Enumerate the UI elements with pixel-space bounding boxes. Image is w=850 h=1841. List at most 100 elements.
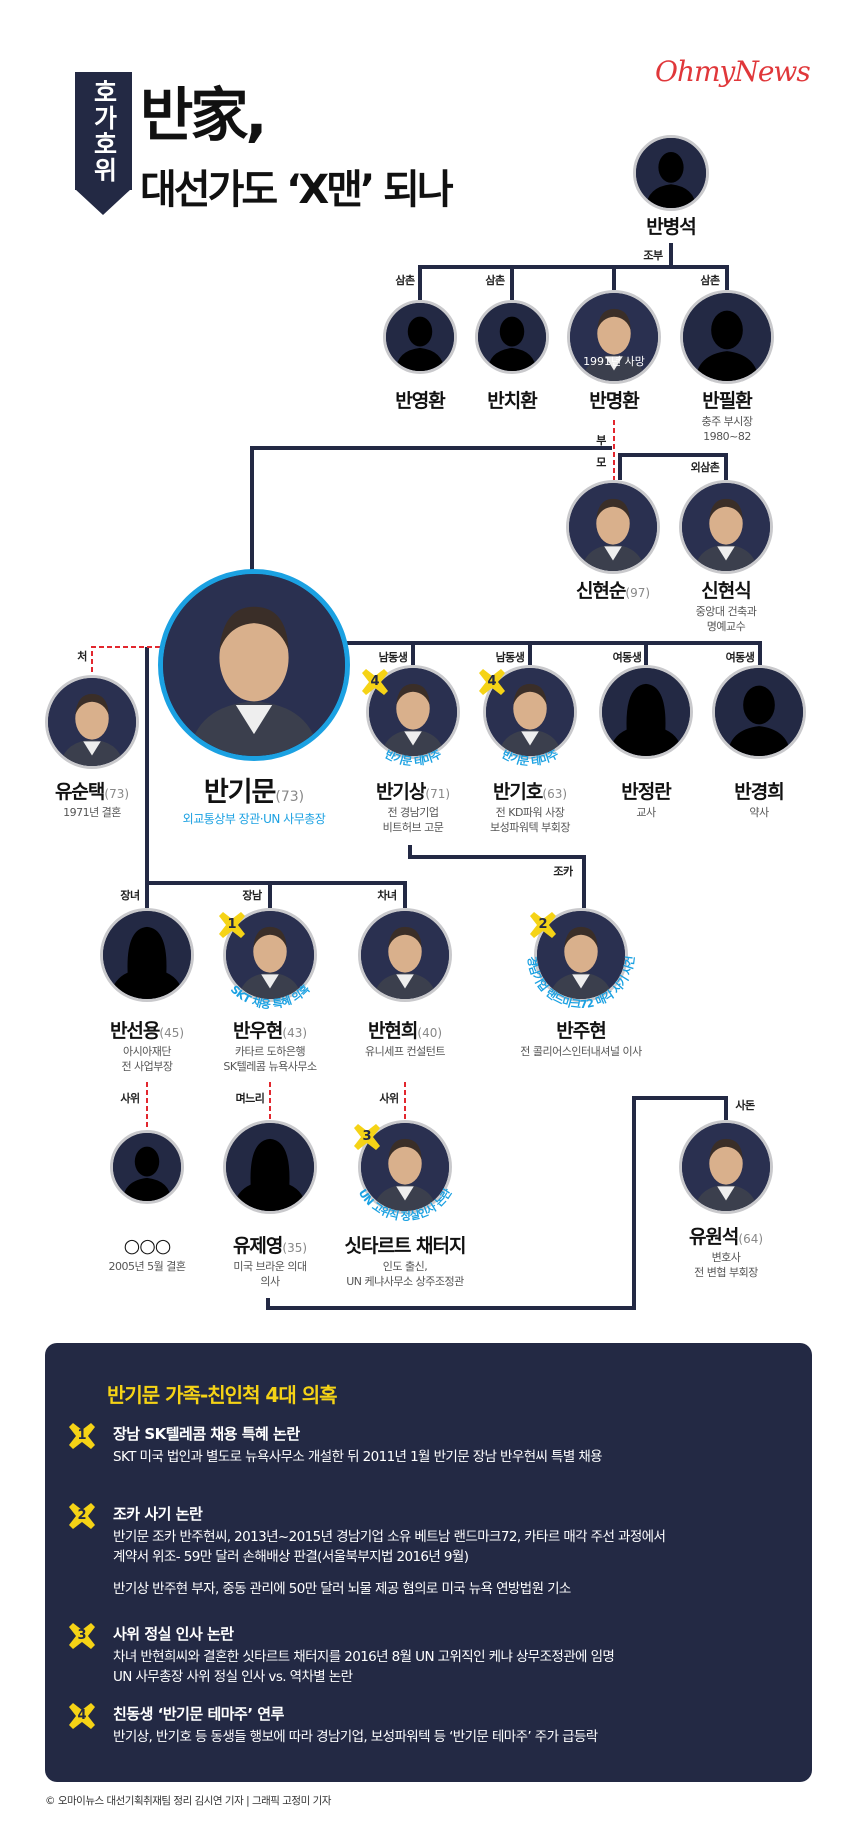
relation-label: 조카 <box>553 865 573 878</box>
allegation-number-badge: 4 <box>479 669 505 695</box>
allegation-description: 반기문 조카 반주현씨, 2013년~2015년 경남기업 소유 베트남 랜드마… <box>113 1529 666 1545</box>
relation-label: 사위 <box>379 1092 399 1105</box>
relation-label: 며느리 <box>235 1092 265 1105</box>
person-description: 1980~82 <box>703 430 751 443</box>
name-text: 반선용 <box>109 1020 160 1042</box>
allegation-description: 반기상 반주현 부자, 중동 관리에 50만 달러 뇌물 제공 혐의로 미국 뉴… <box>113 1581 571 1597</box>
person-description: 카타르 도하은행 <box>234 1045 306 1058</box>
name-text: 싯타르트 채터지 <box>344 1235 467 1257</box>
relation-label: 남동생 <box>378 651 408 664</box>
allegation-title: 사위 정실 인사 논란 <box>113 1625 234 1643</box>
svg-text:SKT 채용 특혜 의혹: SKT 채용 특혜 의혹 <box>228 982 313 1011</box>
person-age: (45) <box>159 1026 185 1040</box>
allegation-number-badge: 3 <box>69 1623 95 1649</box>
allegation-tag: 경남기업 랜드마크72 매각 사기 사건 <box>525 955 638 1011</box>
person-name: 반필환 <box>702 390 752 412</box>
person-portrait <box>599 665 693 759</box>
category-badge: 호가호위 <box>75 72 132 190</box>
person-description: 외교통상부 장관·UN 사무총장 <box>182 812 326 826</box>
name-text: 유순택 <box>54 781 105 803</box>
female-silhouette-icon <box>602 668 690 756</box>
allegation-number-badge: 4 <box>362 669 388 695</box>
name-text: ○○○ <box>123 1235 172 1257</box>
person-age: (63) <box>542 787 568 801</box>
portrait-photo <box>226 911 314 999</box>
person-age: (73) <box>275 789 305 805</box>
female-silhouette-icon <box>103 911 191 999</box>
relation-label: 장녀 <box>120 889 140 902</box>
relation-label: 여동생 <box>725 651 755 664</box>
person-description: 전 경남기업 <box>387 806 439 819</box>
person-age: (40) <box>417 1026 443 1040</box>
person-description: 유니세프 컨설턴트 <box>365 1045 445 1058</box>
allegation-description: 반기상, 반기호 등 동생들 행보에 따라 경남기업, 보성파워텍 등 ‘반기문… <box>113 1729 598 1745</box>
category-badge-tip <box>75 189 131 215</box>
silhouette-icon <box>683 293 771 381</box>
allegation-tag-text: SKT 채용 특혜 의혹 <box>228 982 313 1011</box>
portrait-photo <box>569 483 657 571</box>
person-name: 반기상(71) <box>376 781 450 805</box>
relation-label: 차녀 <box>377 889 397 902</box>
allegation-description: UN 사무총장 사위 정실 인사 vs. 역차별 논란 <box>113 1669 353 1685</box>
name-text: 유제영 <box>232 1235 283 1257</box>
relation-label: 외삼촌 <box>690 461 720 474</box>
silhouette-icon <box>636 138 706 208</box>
person-age: (97) <box>625 586 651 600</box>
allegation-title: 친동생 ‘반기문 테마주’ 연루 <box>113 1705 284 1723</box>
relation-label: 조부 <box>643 249 663 262</box>
allegation-tag-text: 반기문 테마주 <box>383 747 445 768</box>
person-age: (43) <box>282 1026 308 1040</box>
person-description: 아시아재단 <box>122 1045 172 1058</box>
portrait-photo <box>361 1123 449 1211</box>
person-description: 변호사 <box>711 1251 741 1264</box>
allegation-tag: 반기문 테마주 <box>500 747 562 768</box>
person-age: (71) <box>425 787 451 801</box>
person-description: 비트허브 고문 <box>382 821 444 834</box>
relation-label: 여동생 <box>612 651 642 664</box>
credits-footer: © 오마이뉴스 대선기획취재팀 정리 김시연 기자 | 그래픽 고정미 기자 <box>45 1795 331 1807</box>
person-portrait: 1991년 사망 <box>567 290 661 384</box>
person-description: 교사 <box>636 806 656 819</box>
person-portrait <box>566 480 660 574</box>
person-description: 중앙대 건축과 <box>695 605 757 618</box>
person-description: 1971년 결혼 <box>63 806 121 819</box>
death-year-overlay: 1991년 사망 <box>583 355 645 369</box>
badge-number: 3 <box>362 1129 372 1144</box>
person-name: 유순택(73) <box>55 781 129 805</box>
person-name: 신현순(97) <box>576 580 650 604</box>
person-name: 반치환 <box>487 390 537 412</box>
allegation-number-badge: 1 <box>69 1423 95 1449</box>
portrait-photo <box>48 678 136 766</box>
person-age: (35) <box>282 1241 308 1255</box>
person-portrait <box>633 135 709 211</box>
person-portrait <box>45 675 139 769</box>
allegation-description: 차녀 반현희씨와 결혼한 싯타르트 채터지를 2016년 8월 UN 고위직인 … <box>113 1649 615 1665</box>
allegation-description: SKT 미국 법인과 별도로 뉴욕사무소 개설한 뒤 2011년 1월 반기문 … <box>113 1449 603 1465</box>
relation-label: 모 <box>596 456 606 469</box>
person-portrait <box>110 1130 184 1204</box>
portrait-photo <box>486 668 574 756</box>
allegation-tag-text: 반기문 테마주 <box>500 747 562 768</box>
name-text: 반정란 <box>621 781 671 803</box>
name-text: 반명환 <box>589 390 639 412</box>
portrait-photo <box>537 911 625 999</box>
person-name: 반정란 <box>621 781 671 803</box>
allegation-tag-text: UN 고위직 정실인사 논란 <box>356 1186 455 1223</box>
portrait-photo <box>682 483 770 571</box>
name-text: 반기호 <box>492 781 543 803</box>
name-text: 신현식 <box>701 580 751 602</box>
svg-text:UN 고위직 정실인사 논란: UN 고위직 정실인사 논란 <box>356 1186 455 1223</box>
badge-number: 4 <box>487 674 497 689</box>
name-text: 반기상 <box>375 781 426 803</box>
allegation-tag: SKT 채용 특혜 의혹 <box>228 982 313 1011</box>
relation-label: 부 <box>596 434 606 447</box>
person-name: 싯타르트 채터지 <box>344 1235 467 1257</box>
person-name: 반현희(40) <box>368 1020 442 1044</box>
person-portrait <box>475 300 549 374</box>
person-portrait <box>366 665 460 759</box>
person-description: SK텔레콤 뉴욕사무소 <box>223 1060 317 1073</box>
person-portrait <box>358 1120 452 1214</box>
person-description: 약사 <box>749 806 769 819</box>
